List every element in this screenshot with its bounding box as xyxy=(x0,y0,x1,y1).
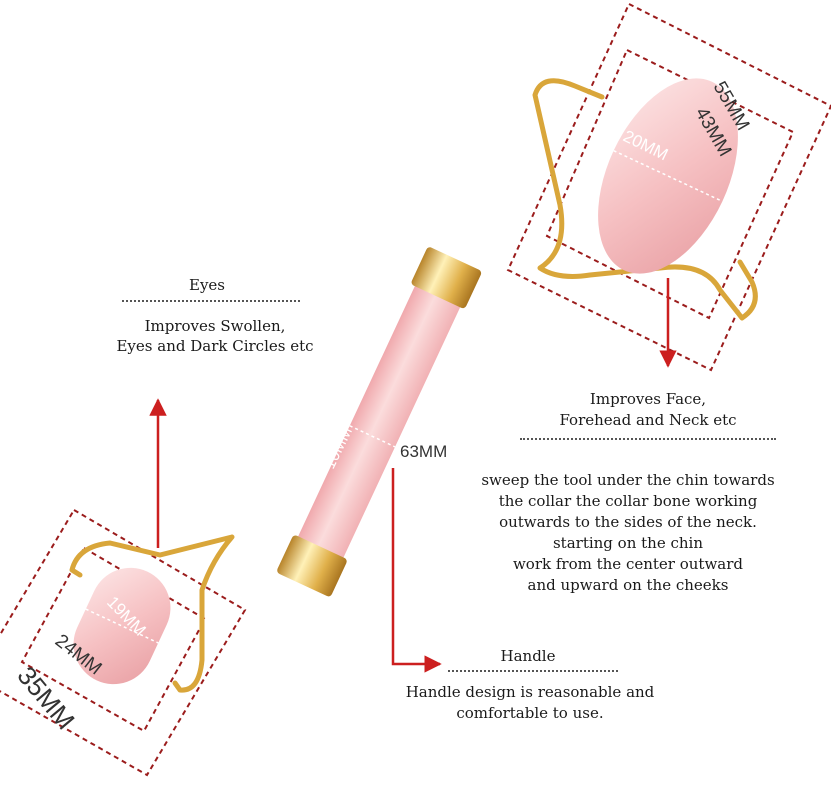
large-roller-group xyxy=(598,78,738,274)
handle-line-1: Handle design is reasonable and xyxy=(405,683,655,701)
eyes-line-2: Eyes and Dark Circles etc xyxy=(116,337,314,355)
large-outer-frame xyxy=(506,2,831,372)
small-wire-frame xyxy=(69,534,235,693)
large-wire-frame xyxy=(532,78,758,321)
small-roller-stone xyxy=(73,567,171,685)
handle-divider xyxy=(448,670,618,672)
instruction-line-2: the collar the collar bone working xyxy=(498,492,758,510)
small-outer-dim: 35MM xyxy=(11,661,80,736)
face-divider xyxy=(520,438,776,440)
small-roller-group xyxy=(73,567,171,685)
top-ferrule xyxy=(411,247,482,309)
face-line-2: Forehead and Neck etc xyxy=(559,411,737,429)
handle-group xyxy=(277,247,482,597)
gold-frames xyxy=(69,78,758,693)
handle-length-dim: 63MM xyxy=(400,442,447,461)
instruction-line-1: sweep the tool under the chin towards xyxy=(481,471,775,489)
instruction-line-4: starting on the chin xyxy=(552,534,703,552)
handle-width-dashline xyxy=(349,425,396,448)
handle-body xyxy=(291,268,467,575)
instruction-line-3: outwards to the sides of the neck. xyxy=(499,513,757,531)
large-roller-dashline xyxy=(613,149,723,203)
bottom-ferrule xyxy=(277,535,347,597)
instruction-line-5: work from the center outward xyxy=(512,555,744,573)
handle-arrow xyxy=(391,468,442,673)
eyes-divider xyxy=(122,300,300,302)
large-inner-frame xyxy=(545,48,795,320)
small-outer-frame xyxy=(0,508,247,777)
arrows xyxy=(149,278,677,673)
handle-title: Handle xyxy=(500,647,556,665)
face-line-1: Improves Face, xyxy=(589,390,707,408)
eyes-line-1: Improves Swollen, xyxy=(144,317,286,335)
handle-line-2: comfortable to use. xyxy=(456,704,604,722)
eyes-title: Eyes xyxy=(189,276,225,294)
small-roller-dashline xyxy=(85,608,159,644)
instruction-line-6: and upward on the cheeks xyxy=(527,576,729,594)
